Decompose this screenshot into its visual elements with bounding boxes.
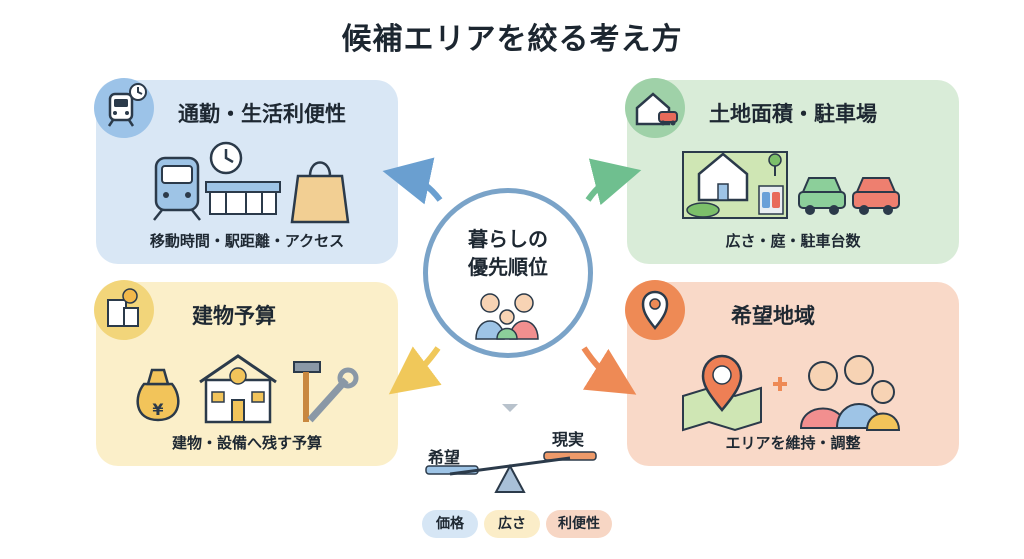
building-yen-icon: [94, 280, 154, 340]
card-building-budget: 建物予算 ¥ 建物・設備へ残す予算: [94, 280, 398, 466]
house-yen-icon: [199, 354, 277, 424]
scale-left-label: 希望: [428, 448, 461, 467]
card-title: 通勤・生活利便性: [178, 102, 346, 126]
card-title: 土地面積・駐車場: [709, 102, 877, 126]
yen-symbol: ¥: [152, 400, 164, 419]
shopping-bag-icon: [290, 161, 350, 224]
commute-illustration: [153, 141, 350, 224]
house-car-icon: [625, 78, 685, 138]
center-line-1: 暮らしの: [468, 227, 548, 251]
arrow-top-left: [382, 157, 443, 205]
card-preferred-area: 希望地域 エリアを維持・調整: [625, 280, 959, 466]
tools-icon: [293, 361, 359, 423]
center-line-2: 優先順位: [468, 255, 548, 279]
arrow-top-right: [585, 158, 642, 206]
location-pin-icon: [625, 280, 685, 340]
land-plot-icon: [682, 151, 788, 219]
car-red-icon: [852, 177, 900, 215]
land-illustration: [682, 151, 900, 219]
family-icon: [475, 293, 539, 340]
clock-icon: [209, 141, 243, 175]
page-title: 候補エリアを絞る考え方: [341, 22, 683, 57]
station-icon: [205, 181, 281, 215]
train-clock-icon: [94, 78, 154, 138]
car-green-icon: [798, 177, 846, 215]
down-triangle-icon: [502, 404, 518, 412]
pill-convenience: 利便性: [546, 510, 612, 538]
card-title: 希望地域: [731, 304, 815, 328]
card-subtitle: 建物・設備へ残す予算: [171, 434, 322, 452]
map-pin-icon: [682, 354, 762, 432]
family-icon: [799, 355, 901, 431]
card-subtitle: 広さ・庭・駐車台数: [725, 232, 861, 250]
scale-right-label: 現実: [552, 430, 585, 449]
balance-scale-icon: [425, 451, 597, 493]
pill-price: 価格: [422, 510, 478, 538]
budget-illustration: [136, 354, 359, 424]
center-priority-circle: 暮らしの 優先順位: [423, 188, 593, 358]
card-subtitle: 移動時間・駅距離・アクセス: [149, 232, 345, 250]
plus-icon: [773, 377, 787, 391]
card-commute-convenience: 通勤・生活利便性 移動時間・駅距離・アクセス: [94, 78, 398, 264]
area-illustration: [682, 354, 901, 432]
train-icon: [153, 156, 201, 221]
card-subtitle: エリアを維持・調整: [725, 434, 861, 452]
pill-size: 広さ: [484, 510, 540, 538]
card-land-parking: 土地面積・駐車場 広さ・庭・駐車台数: [625, 78, 959, 264]
money-bag-icon: [136, 368, 180, 422]
arrow-bottom-left: [388, 346, 442, 395]
card-title: 建物予算: [192, 304, 276, 328]
arrow-bottom-right: [581, 346, 637, 395]
